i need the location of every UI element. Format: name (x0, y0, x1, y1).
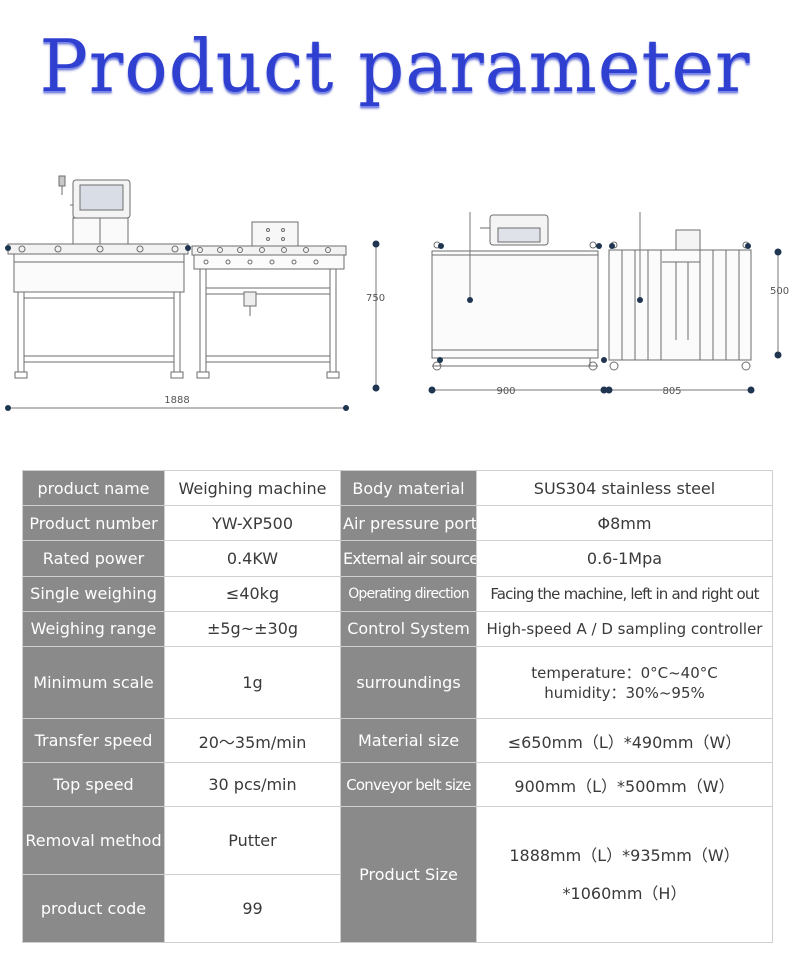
machine-drawing: 1888 750 900 805 500 (5, 175, 789, 411)
parameter-table: product name Weighing machine Body mater… (22, 469, 773, 943)
label-cell: Minimum scale (22, 646, 165, 720)
value-cell: High-speed A / D sampling controller (476, 610, 773, 648)
side-dimensions (432, 212, 779, 391)
value-cell: ≤40kg (164, 575, 341, 612)
label-cell: Operating direction (340, 575, 477, 612)
side-view-a (431, 214, 599, 371)
label-cell: External air source (340, 540, 477, 577)
table-row: Minimum scale 1g surroundings temperatur… (22, 646, 773, 720)
table-row: Weighing range ±5g~±30g Control System H… (22, 610, 773, 648)
value-cell: Φ8mm (476, 505, 773, 542)
value-cell: YW-XP500 (164, 505, 341, 542)
label-cell: Removal method (22, 806, 165, 876)
label-cell: Air pressure port (340, 505, 477, 542)
value-cell: 1g (164, 646, 341, 720)
label-cell: product name (22, 469, 165, 507)
value-cell: 0.6-1Mpa (476, 540, 773, 577)
value-cell: 1888mm（L）*935mm（W） *1060mm（H） (476, 806, 773, 943)
label-cell: Top speed (22, 762, 165, 808)
label-cell: surroundings (340, 646, 477, 720)
dim-length: 1888 (164, 395, 189, 406)
label-cell: product code (22, 874, 165, 943)
label-cell: Material size (340, 718, 477, 764)
value-cell: 20～35m/min (164, 718, 341, 764)
dim-height: 750 (366, 293, 385, 304)
label-cell: Weighing range (22, 610, 165, 648)
label-cell: Conveyor belt size (340, 762, 477, 808)
value-cell: Weighing machine (164, 469, 341, 507)
value-cell: 30 pcs/min (164, 762, 341, 808)
page-title: Product parameter (39, 24, 751, 108)
side-view-b (608, 229, 752, 371)
value-cell: 900mm（L）*500mm（W） (476, 762, 773, 808)
table-row: Top speed 30 pcs/min Conveyor belt size … (22, 762, 773, 808)
value-cell: Facing the machine, left in and right ou… (476, 575, 773, 612)
value-cell: 0.4KW (164, 540, 341, 577)
dimension-points (5, 240, 782, 411)
temperature-range: temperature：0°C~40°C (531, 663, 718, 682)
value-cell: ≤650mm（L）*490mm（W） (476, 718, 773, 764)
dim-width-b: 805 (662, 386, 681, 397)
value-cell: temperature：0°C~40°C humidity：30%~95% (476, 646, 773, 720)
product-size-line-1: 1888mm（L）*935mm（W） (509, 845, 740, 865)
humidity-range: humidity：30%~95% (544, 683, 705, 702)
table-row: Product number YW-XP500 Air pressure por… (22, 505, 773, 542)
label-cell: Single weighing (22, 575, 165, 612)
label-cell: Product Size (340, 806, 477, 943)
label-cell: Rated power (22, 540, 165, 577)
front-view (7, 175, 347, 379)
value-cell: ±5g~±30g (164, 610, 341, 648)
table-row: Transfer speed 20～35m/min Material size … (22, 718, 773, 764)
table-row: product name Weighing machine Body mater… (22, 469, 773, 507)
front-dimensions (8, 244, 377, 409)
label-cell: Product number (22, 505, 165, 542)
value-cell: SUS304 stainless steel (476, 469, 773, 507)
dim-width-a: 900 (496, 386, 515, 397)
table-row: Single weighing ≤40kg Operating directio… (22, 575, 773, 612)
table-row: Rated power 0.4KW External air source 0.… (22, 540, 773, 577)
label-cell: Control System (340, 610, 477, 648)
value-cell: Putter (164, 806, 341, 876)
table-row: product code 99 (22, 874, 773, 943)
label-cell: Body material (340, 469, 477, 507)
table-row: Removal method Putter Product Size 1888m… (22, 806, 773, 943)
value-cell: 99 (164, 874, 341, 943)
label-cell: Transfer speed (22, 718, 165, 764)
product-size-line-2: *1060mm（H） (562, 883, 687, 903)
dim-belt-width: 500 (770, 286, 789, 297)
